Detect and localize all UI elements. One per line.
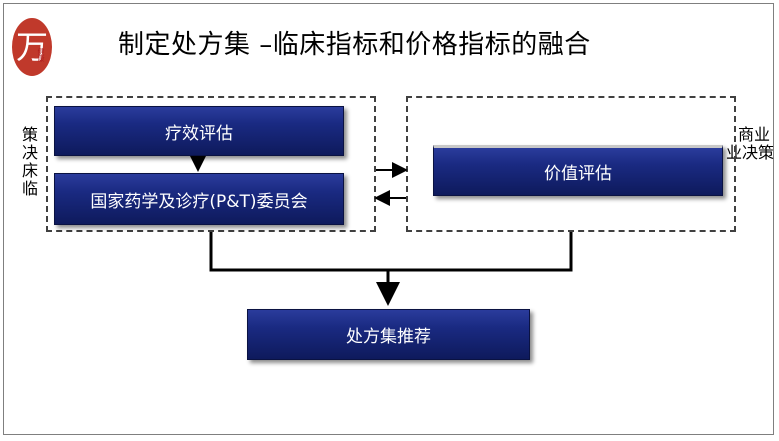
left-label-char: 策 <box>22 125 39 144</box>
logo-glyph: 万 <box>16 28 48 66</box>
left-label-char: 临 <box>22 179 39 198</box>
committee-box: 国家药学及诊疗(P&T)委员会 <box>54 173 344 225</box>
right-label-line: 商业 <box>738 125 771 144</box>
merge-line <box>209 232 573 272</box>
committee-label: 国家药学及诊疗(P&T)委员会 <box>90 191 308 212</box>
value-label: 价值评估 <box>544 164 612 184</box>
page-title: 制定处方集 –临床指标和价格指标的融合 <box>118 30 591 60</box>
logo: 万 <box>10 14 58 80</box>
efficacy-label: 疗效评估 <box>165 123 233 144</box>
clinical-group-box <box>46 96 376 232</box>
left-label-char: 床 <box>22 161 39 180</box>
right-label-line: 业决策 <box>726 143 775 162</box>
value-box: 价值评估 <box>433 145 723 196</box>
right-side-label: 商业 业决策 <box>726 125 774 162</box>
slide-frame <box>3 3 774 435</box>
left-side-label: 策 决 床 临 <box>22 126 38 198</box>
efficacy-box: 疗效评估 <box>54 106 344 156</box>
left-label-char: 决 <box>22 143 39 162</box>
formulary-label: 处方集推荐 <box>346 327 431 347</box>
logo-small-text: 健康 <box>37 48 45 62</box>
formulary-box: 处方集推荐 <box>247 309 530 360</box>
